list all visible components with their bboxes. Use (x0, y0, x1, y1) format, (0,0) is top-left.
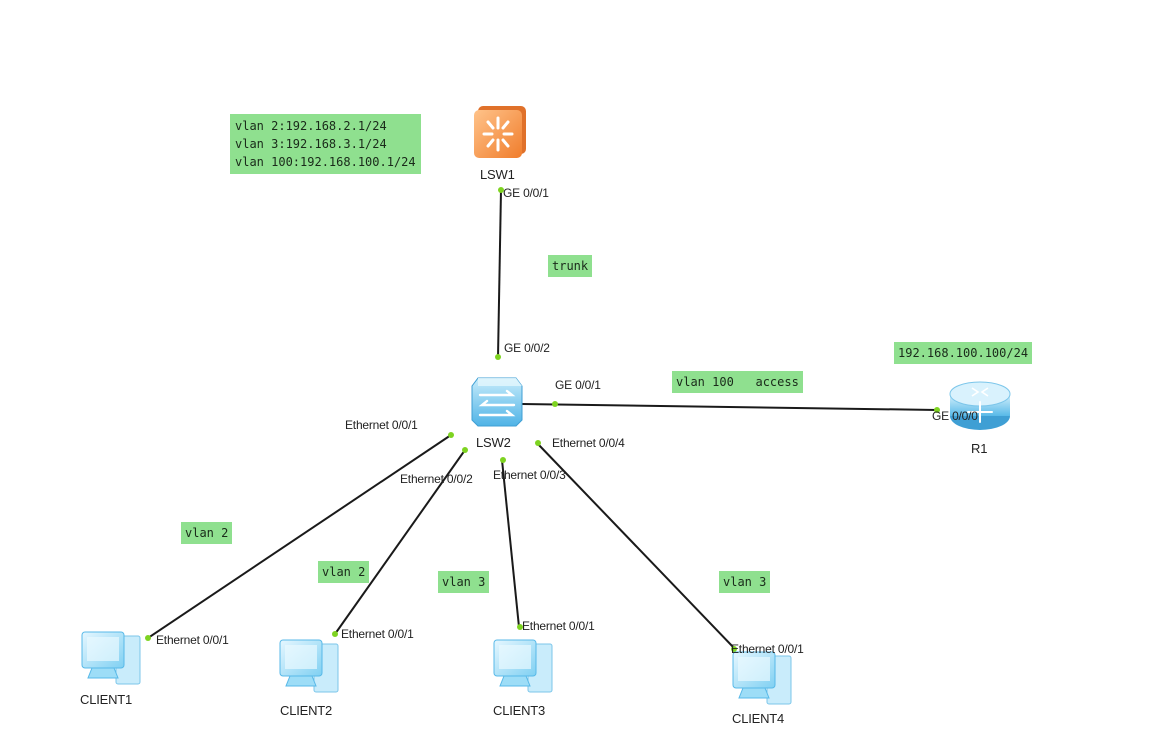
port-dot (332, 631, 338, 637)
port-label: Ethernet 0/0/2 (400, 472, 473, 486)
port-label: Ethernet 0/0/1 (341, 627, 414, 641)
router-icon[interactable] (949, 381, 1011, 430)
client1-vlan-note: vlan 2 (181, 522, 233, 544)
trunk-note: trunk (548, 255, 593, 277)
port-dot (535, 440, 541, 446)
device-label-client2: CLIENT2 (280, 703, 333, 718)
link-lsw2-client2[interactable] (334, 449, 466, 635)
port-label: Ethernet 0/0/1 (156, 633, 229, 647)
client2-vlan-note: vlan 2 (318, 561, 370, 583)
port-dot (495, 354, 501, 360)
port-label: GE 0/0/1 (503, 186, 549, 200)
link-lsw2-client1[interactable] (147, 434, 452, 639)
port-dot (934, 407, 940, 413)
device-label-lsw1: LSW1 (480, 167, 515, 182)
port-dot (517, 624, 523, 630)
core-switch-icon[interactable] (474, 106, 526, 158)
client4-vlan-note: vlan 3 (719, 571, 771, 593)
device-label-client3: CLIENT3 (493, 703, 546, 718)
port-label: Ethernet 0/0/1 (345, 418, 418, 432)
client3-vlan-note: vlan 3 (438, 571, 490, 593)
vlan-ip-line: vlan 100:192.168.100.1/24 (235, 155, 416, 169)
port-label: GE 0/0/1 (555, 378, 601, 392)
pc-icon[interactable] (732, 651, 792, 705)
port-dot (145, 635, 151, 641)
pc-icon[interactable] (279, 639, 339, 693)
vlan-ip-line: vlan 3:192.168.3.1/24 (235, 137, 387, 151)
port-dots (145, 187, 940, 652)
device-label-lsw2: LSW2 (476, 435, 511, 450)
vlan-ip-line: vlan 2:192.168.2.1/24 (235, 119, 387, 133)
device-label-client4: CLIENT4 (732, 711, 785, 726)
port-label: GE 0/0/0 (932, 409, 978, 423)
port-label: Ethernet 0/0/3 (493, 468, 566, 482)
link-lsw2-client4[interactable] (536, 442, 736, 650)
link-lsw2-r1[interactable] (521, 403, 938, 411)
pc-icon[interactable] (493, 639, 553, 693)
port-label: Ethernet 0/0/1 (731, 642, 804, 656)
port-label: GE 0/0/2 (504, 341, 550, 355)
port-label: Ethernet 0/0/4 (552, 436, 625, 450)
pc-icon[interactable] (81, 631, 141, 685)
port-label: Ethernet 0/0/1 (522, 619, 595, 633)
vlan-ip-note: vlan 2:192.168.2.1/24 vlan 3:192.168.3.1… (230, 114, 421, 174)
port-dot (448, 432, 454, 438)
r1-ip-note: 192.168.100.100/24 (894, 342, 1033, 364)
port-dot (462, 447, 468, 453)
device-label-client1: CLIENT1 (80, 692, 133, 707)
port-dot (498, 187, 504, 193)
port-dot (552, 401, 558, 407)
link-lsw1-lsw2[interactable] (497, 189, 502, 358)
port-dot (500, 457, 506, 463)
access-switch-icon[interactable] (471, 377, 523, 427)
port-dot (731, 646, 737, 652)
device-label-r1: R1 (971, 441, 988, 456)
links (147, 189, 938, 650)
access-note: vlan 100 access (672, 371, 803, 393)
link-lsw2-client3[interactable] (501, 459, 520, 628)
